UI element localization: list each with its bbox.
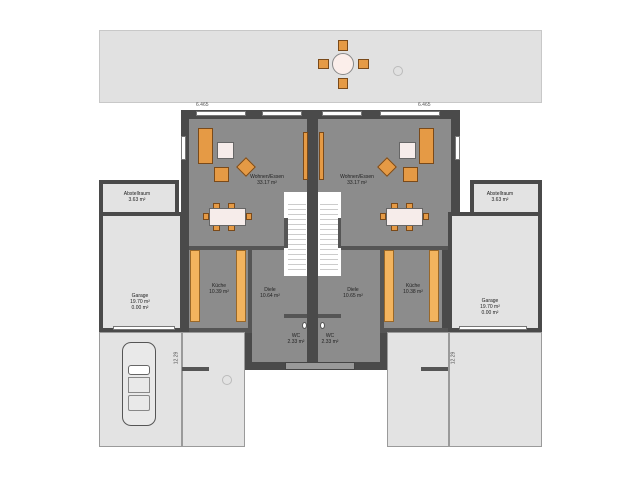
party-wall	[309, 110, 316, 370]
kitchen-counter	[384, 250, 394, 322]
patio-table-icon	[318, 40, 370, 90]
dining-table-icon	[209, 208, 246, 226]
dimension-side-right: 12.29	[450, 351, 457, 365]
coffee-table	[399, 142, 416, 159]
garage-door[interactable]	[459, 326, 527, 330]
window	[322, 111, 362, 116]
garage-left-floor	[103, 216, 180, 328]
driveway-right	[449, 332, 542, 447]
window	[455, 136, 460, 160]
dining-table-icon	[386, 208, 423, 226]
garage-door[interactable]	[113, 326, 175, 330]
dimension-side-left: 12.29	[173, 351, 180, 365]
kitchen-counter	[236, 250, 246, 322]
car-icon	[122, 342, 156, 426]
armchair-icon	[403, 167, 418, 182]
window	[380, 111, 440, 116]
plant-icon	[222, 375, 232, 385]
toilet-icon	[302, 322, 307, 329]
dimension-top-left: 6.465	[196, 102, 209, 108]
garage-right-floor	[452, 216, 538, 328]
plant-icon	[393, 66, 403, 76]
storage-right-floor	[474, 184, 538, 214]
sideboard	[303, 132, 308, 180]
storage-left-floor	[103, 184, 175, 214]
toilet-icon	[320, 322, 325, 329]
sofa-icon	[419, 128, 434, 164]
coffee-table	[217, 142, 234, 159]
dimension-top-right: 6.465	[418, 102, 431, 108]
front-yard-left	[182, 332, 245, 447]
kitchen-counter	[190, 250, 200, 322]
wc-right-floor	[318, 318, 338, 362]
window	[262, 111, 302, 116]
wc-left-floor	[287, 318, 307, 362]
window	[181, 136, 186, 160]
sideboard	[319, 132, 324, 180]
window	[196, 111, 246, 116]
kitchen-counter	[429, 250, 439, 322]
armchair-icon	[214, 167, 229, 182]
front-yard-right	[387, 332, 449, 447]
entrance-step	[285, 362, 355, 370]
sofa-icon	[198, 128, 213, 164]
